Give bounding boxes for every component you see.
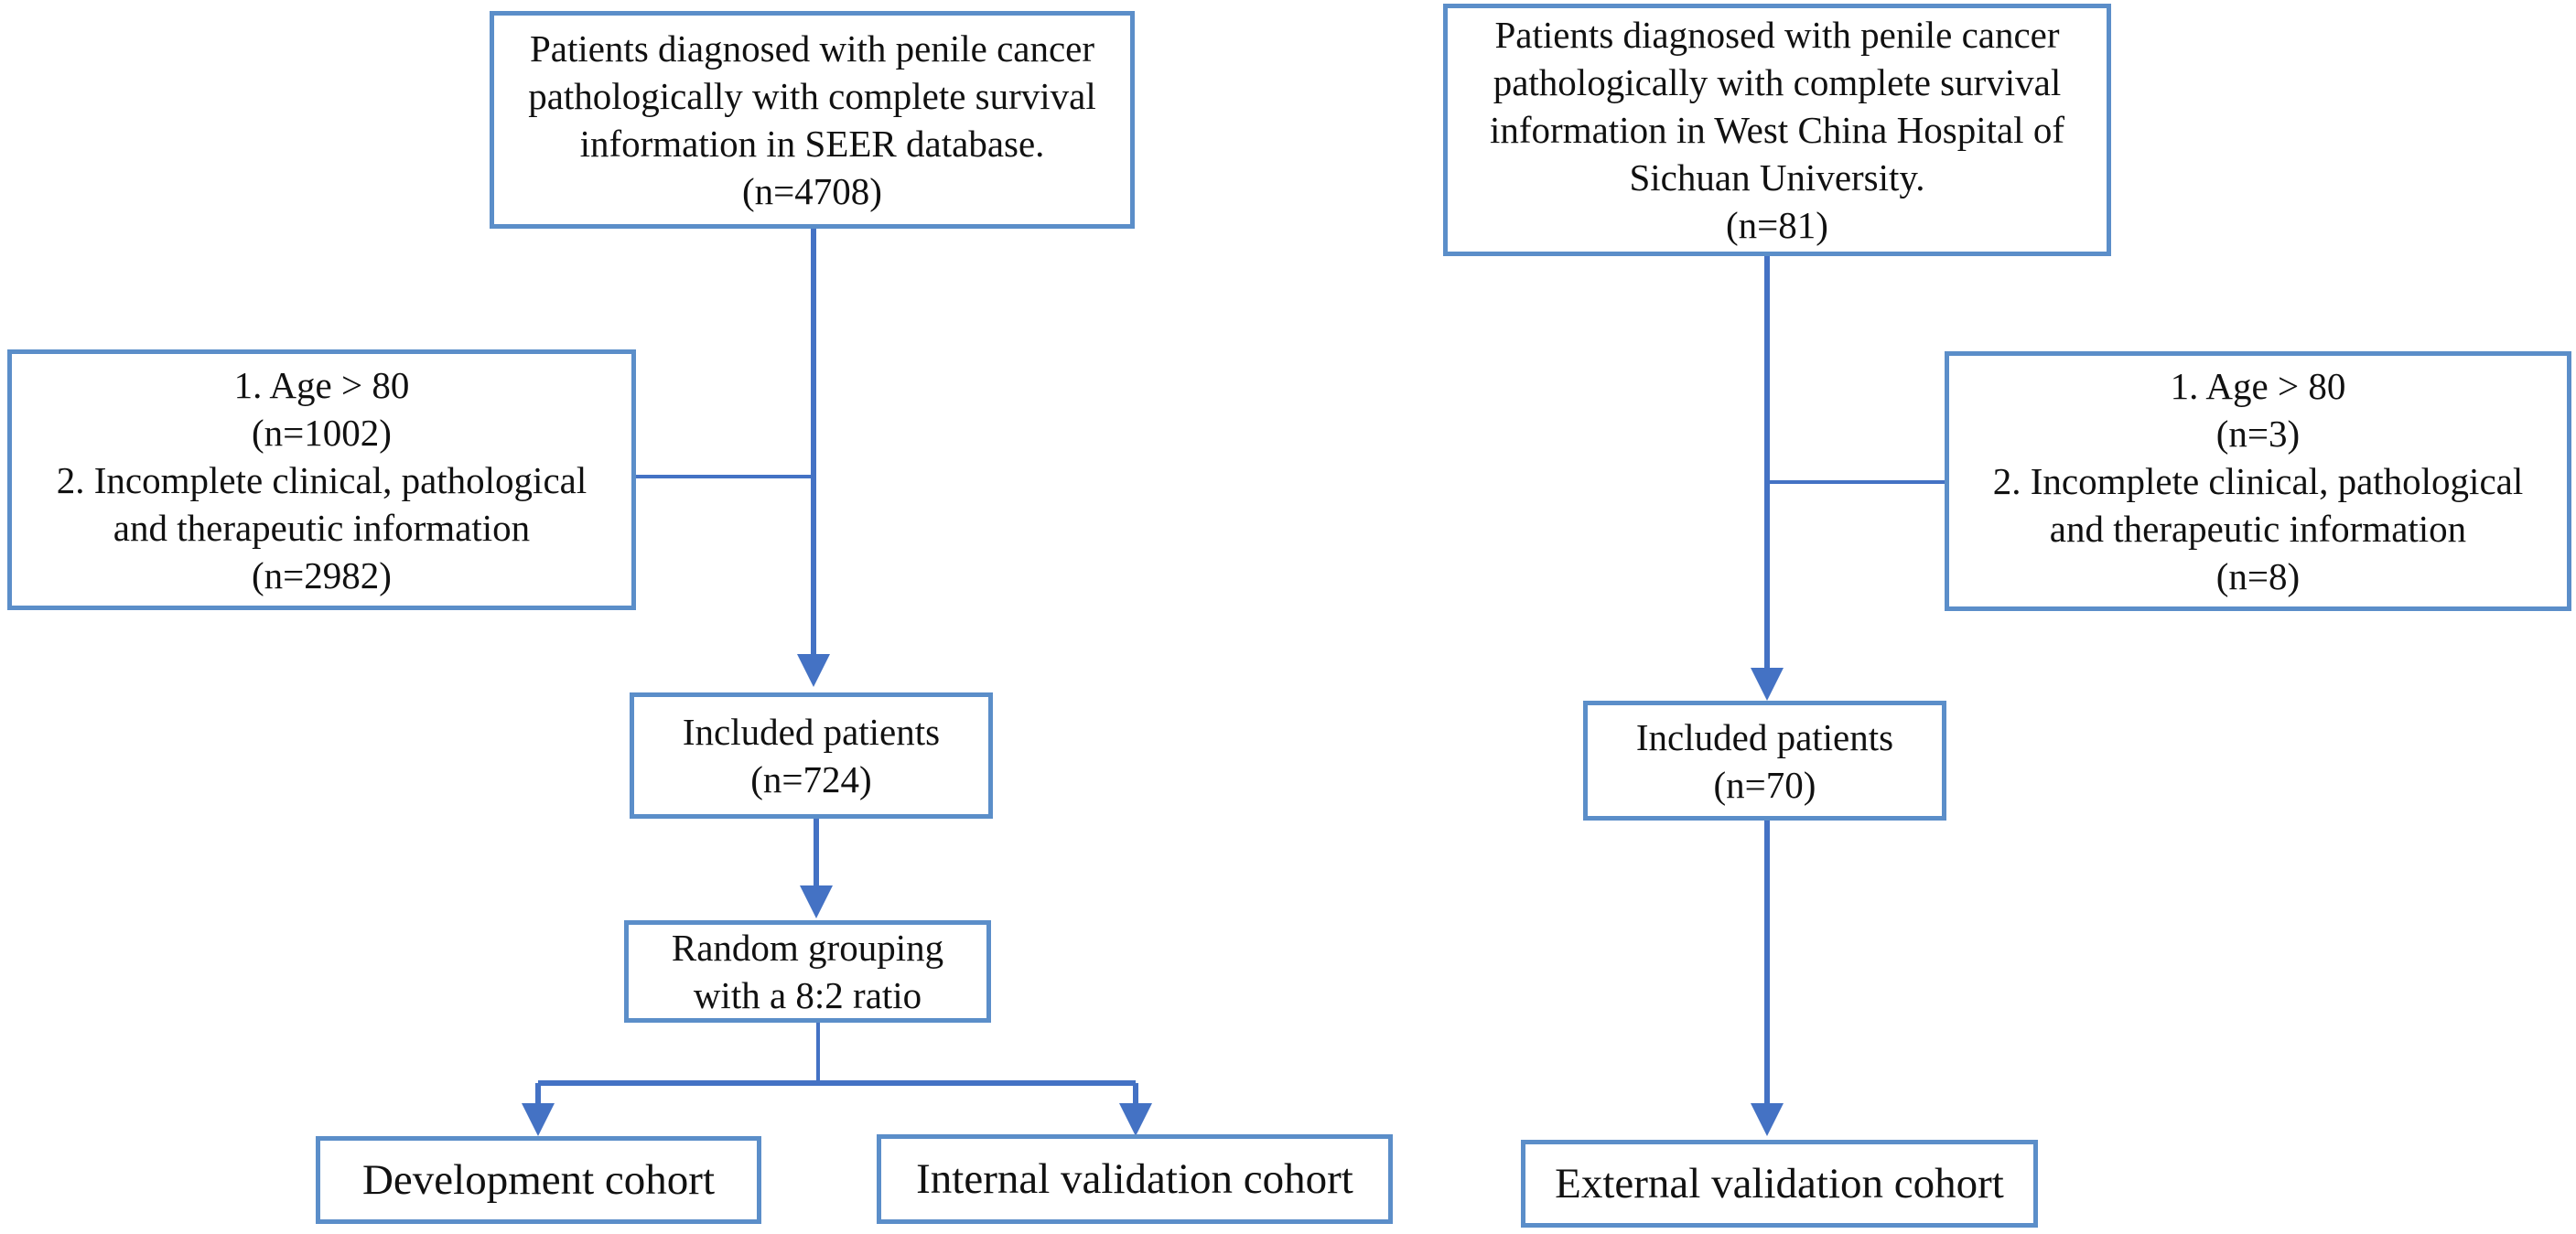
wch-exclusion-criterion-2: 2. Incomplete clinical, pathological — [1992, 460, 2524, 502]
wch-source-count: (n=81) — [1726, 204, 1828, 246]
internal-validation-cohort-box: Internal validation cohort — [877, 1134, 1393, 1224]
seer-exclusion-criterion-2: 2. Incomplete clinical, pathological — [56, 458, 587, 501]
wch-exclusion-criterion-1: 1. Age > 80 — [2170, 365, 2346, 407]
seer-source-line-2: pathologically with complete survival — [528, 75, 1096, 117]
wch-exclusion-count-2: (n=8) — [2215, 555, 2301, 597]
external-validation-cohort-box: External validation cohort — [1521, 1140, 2038, 1228]
wch-source-line-3: information in West China Hospital of — [1490, 109, 2064, 151]
seer-exclusion-criterion-1: 1. Age > 80 — [233, 363, 410, 406]
wch-included-count: (n=70) — [1713, 763, 1816, 806]
wch-source-line-2: pathologically with complete survival — [1493, 61, 2062, 103]
wch-exclusion-box: 1. Age > 80 (n=3) 2. Incomplete clinical… — [1945, 351, 2571, 611]
wch-included-box: Included patients (n=70) — [1583, 701, 1946, 821]
random-grouping-line-2: with a 8:2 ratio — [693, 974, 922, 1016]
wch-exclusion-criterion-2-cont: and therapeutic information — [2049, 508, 2467, 550]
wch-exclusion-count-1: (n=3) — [2215, 413, 2301, 455]
external-validation-cohort-label: External validation cohort — [1555, 1160, 2004, 1207]
random-grouping-box: Random grouping with a 8:2 ratio — [624, 920, 991, 1023]
seer-included-count: (n=724) — [750, 758, 872, 800]
seer-exclusion-box: 1. Age > 80 (n=1002) 2. Incomplete clini… — [7, 349, 636, 610]
seer-source-box: Patients diagnosed with penile cancer pa… — [490, 11, 1135, 229]
wch-source-line-4: Sichuan University. — [1629, 156, 1925, 199]
seer-exclusion-count-1: (n=1002) — [252, 411, 392, 454]
seer-included-label: Included patients — [682, 711, 941, 753]
development-cohort-label: Development cohort — [361, 1156, 716, 1204]
development-cohort-box: Development cohort — [316, 1136, 761, 1224]
wch-source-line-1: Patients diagnosed with penile cancer — [1494, 14, 2060, 56]
internal-validation-cohort-label: Internal validation cohort — [916, 1155, 1353, 1203]
random-grouping-line-1: Random grouping — [671, 927, 944, 969]
seer-source-line-1: Patients diagnosed with penile cancer — [529, 27, 1095, 70]
seer-source-line-3: information in SEER database. — [579, 123, 1045, 165]
seer-source-count: (n=4708) — [742, 170, 882, 212]
wch-included-label: Included patients — [1635, 715, 1894, 758]
wch-source-box: Patients diagnosed with penile cancer pa… — [1443, 4, 2111, 256]
seer-exclusion-count-2: (n=2982) — [252, 553, 392, 596]
seer-exclusion-criterion-2-cont: and therapeutic information — [113, 506, 531, 549]
seer-included-box: Included patients (n=724) — [630, 692, 993, 819]
